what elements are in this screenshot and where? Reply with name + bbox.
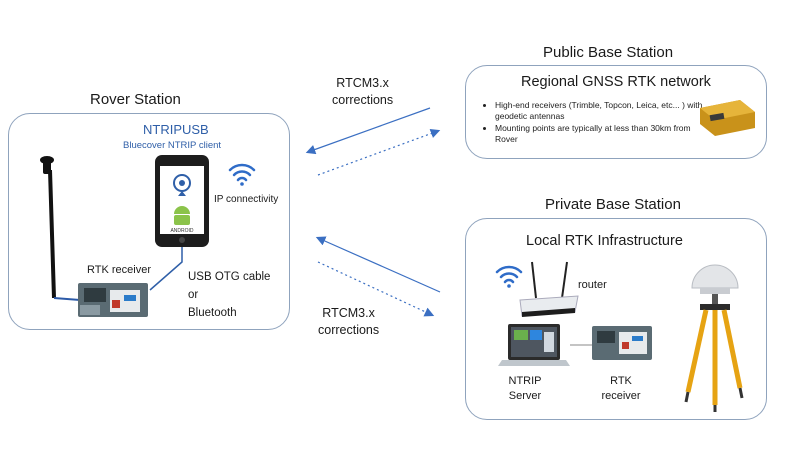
corrections-bottom-line1: RTCM3.x (322, 306, 375, 320)
gnss-receiver-box-icon (700, 100, 755, 136)
private-rtk-line1: RTK (610, 375, 632, 387)
usb-otg-line: USB OTG cable (188, 271, 271, 283)
public-bullet-2: Mounting points are typically at less th… (495, 123, 707, 145)
private-rtk-label: RTK receiver (595, 374, 647, 404)
usb-otg-label: USB OTG cable or Bluetooth (188, 268, 270, 322)
ntrip-server-label: NTRIP Server (500, 374, 550, 404)
corrections-top-line2: corrections (332, 93, 394, 107)
bluetooth-line: Bluetooth (188, 307, 237, 319)
router-icon (519, 261, 579, 317)
usb-or-line: or (188, 289, 199, 301)
arrow-public-to-rover-dotted (317, 128, 441, 176)
ntripusb-label: NTRIPUSB (143, 122, 209, 137)
corrections-top-line1: RTCM3.x (336, 76, 389, 90)
corrections-bottom-line2: corrections (318, 323, 380, 337)
arrow-private-to-rover-dotted (317, 261, 435, 317)
ntrip-server-line1: NTRIP (508, 375, 542, 387)
router-label: router (578, 279, 607, 291)
private-base-heading: Private Base Station (545, 196, 681, 213)
public-bullet-1: High-end receivers (Trimble, Topcon, Lei… (495, 100, 707, 122)
local-rtk-title: Local RTK Infrastructure (526, 233, 683, 249)
android-logo-icon (174, 206, 190, 225)
gnss-antenna-icon (40, 156, 81, 301)
regional-network-title: Regional GNSS RTK network (521, 74, 711, 90)
phone-brand-text: ANDROID (170, 228, 193, 234)
ntrip-client-label: Bluecover NTRIP client (123, 140, 222, 151)
wifi-icon (228, 163, 256, 186)
usb-cable-line (149, 247, 183, 291)
smartphone-icon: ANDROID (155, 155, 209, 247)
public-base-heading: Public Base Station (543, 44, 674, 61)
tripod-antenna-icon (684, 264, 744, 412)
ntrip-server-line2: Server (508, 390, 542, 402)
private-rtk-line2: receiver (601, 390, 641, 402)
arrow-private-to-rover-solid (315, 236, 441, 293)
arrows (305, 107, 441, 317)
corrections-label-bottom: RTCM3.x corrections (318, 305, 379, 339)
rtk-receiver-label: RTK receiver (87, 264, 151, 276)
rover-station-heading: Rover Station (90, 91, 181, 108)
private-rtk-board-icon (570, 326, 652, 360)
rover-rtk-board-icon (78, 283, 148, 317)
arrow-public-to-rover-solid (305, 107, 431, 155)
ip-connectivity-label: IP connectivity (214, 194, 279, 205)
corrections-label-top: RTCM3.x corrections (332, 75, 393, 109)
public-bullets: High-end receivers (Trimble, Topcon, Lei… (483, 100, 707, 146)
private-wifi-icon (495, 265, 523, 288)
laptop-icon (498, 324, 570, 366)
